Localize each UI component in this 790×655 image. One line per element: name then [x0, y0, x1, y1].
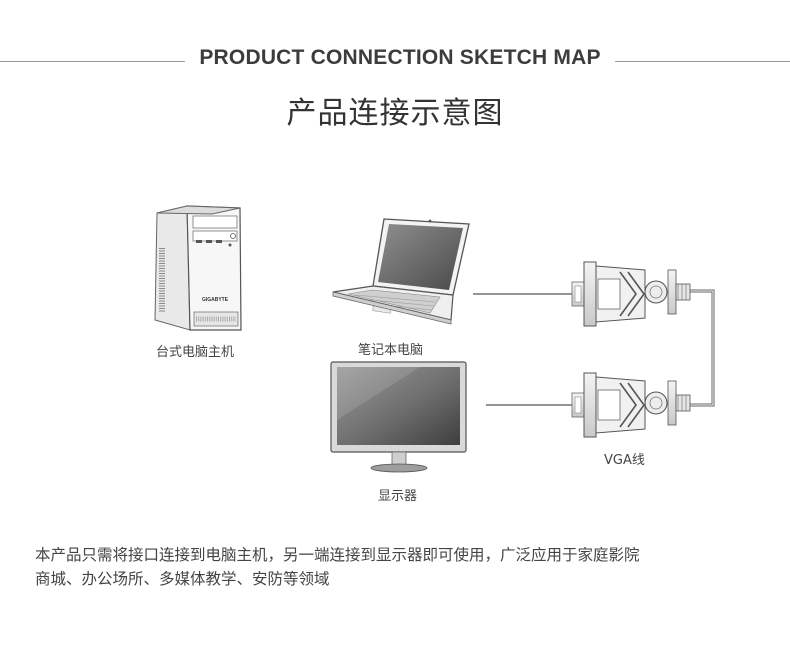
laptop-icon — [332, 218, 470, 325]
description-line-2: 商城、办公场所、多媒体教学、安防等领域 — [35, 570, 330, 588]
header-divider-right — [615, 61, 790, 62]
monitor-label: 显示器 — [378, 489, 418, 504]
vga-cable-label: VGA线 — [604, 453, 645, 468]
monitor-icon — [330, 361, 467, 473]
laptop-label: 笔记本电脑 — [358, 343, 424, 358]
header-divider-left — [0, 61, 185, 62]
desktop-tower-icon: GIGABYTE — [154, 205, 242, 331]
title-english: PRODUCT CONNECTION SKETCH MAP — [199, 46, 601, 69]
desktop-label: 台式电脑主机 — [156, 345, 235, 360]
vga-connector-bottom-icon — [571, 372, 691, 438]
product-description: 本产品只需将接口连接到电脑主机，另一端连接到显示器即可使用，广泛应用于家庭影院 … — [35, 543, 775, 591]
desktop-brand-text: GIGABYTE — [202, 297, 229, 303]
vga-cable-loop — [690, 289, 715, 407]
vga-connector-top-icon — [571, 261, 691, 327]
title-chinese: 产品连接示意图 — [286, 96, 504, 131]
description-line-1: 本产品只需将接口连接到电脑主机，另一端连接到显示器即可使用，广泛应用于家庭影院 — [35, 546, 640, 564]
